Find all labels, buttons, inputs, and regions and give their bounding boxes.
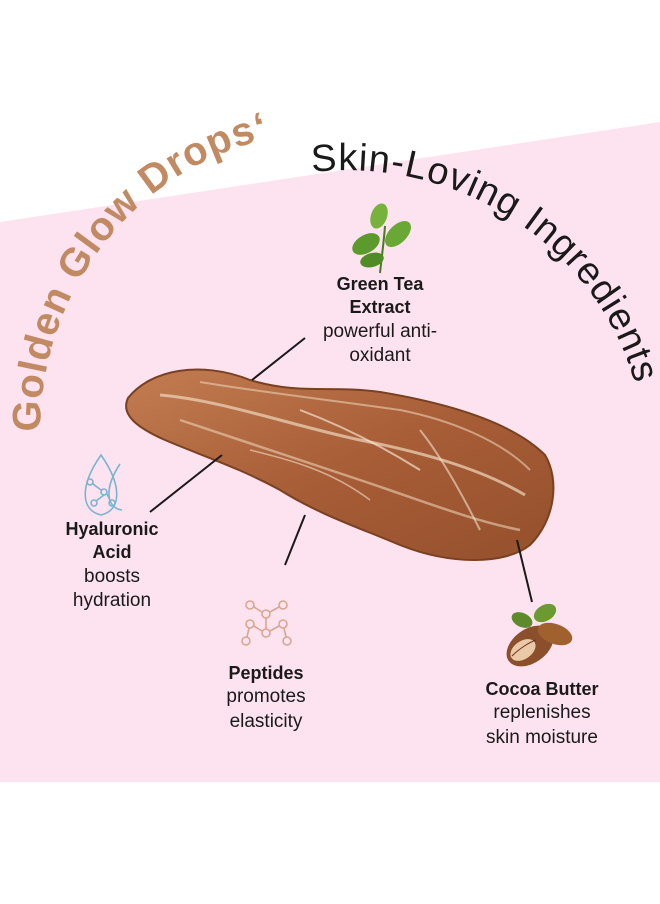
connector-line-green-tea <box>251 337 306 381</box>
peptides-desc-line2: elasticity <box>229 711 303 733</box>
connector-line-cocoa <box>516 539 533 603</box>
cocoa-pod-icon <box>506 603 573 667</box>
product-swatch <box>125 368 555 561</box>
cocoa-name: Cocoa Butter <box>485 679 599 699</box>
connector-line-hyaluronic <box>149 454 223 513</box>
hyaluronic-name-line1: Hyaluronic <box>65 519 159 539</box>
water-drops-molecule-icon <box>84 453 123 516</box>
green-tea-name-line2: Extract <box>349 297 411 318</box>
ingredient-green-tea: Green Tea Extract powerful anti- oxidant <box>300 273 460 369</box>
ingredient-hyaluronic-acid: Hyaluronic Acid boosts hydration <box>42 518 182 614</box>
green-tea-name-line1: Green Tea <box>336 274 424 294</box>
ingredient-cocoa-butter: Cocoa Butter replenishes skin moisture <box>452 678 632 751</box>
cocoa-desc-line2: skin moisture <box>486 727 598 749</box>
peptides-desc-line1: promotes <box>226 686 306 708</box>
hyaluronic-name-line2: Acid <box>92 542 132 563</box>
peptides-name: Peptides <box>228 663 304 683</box>
green-tea-desc-line2: oxidant <box>349 345 411 367</box>
hyaluronic-desc-line1: boosts <box>84 565 140 587</box>
ingredient-peptides: Peptides promotes elasticity <box>196 662 336 735</box>
molecule-chain-icon <box>241 600 292 646</box>
hyaluronic-desc-line2: hydration <box>72 590 152 612</box>
green-tea-desc-line1: powerful anti- <box>322 320 438 342</box>
cocoa-desc-line1: replenishes <box>493 702 591 724</box>
connector-line-peptides <box>284 514 306 566</box>
green-tea-leaf-icon <box>352 203 411 274</box>
